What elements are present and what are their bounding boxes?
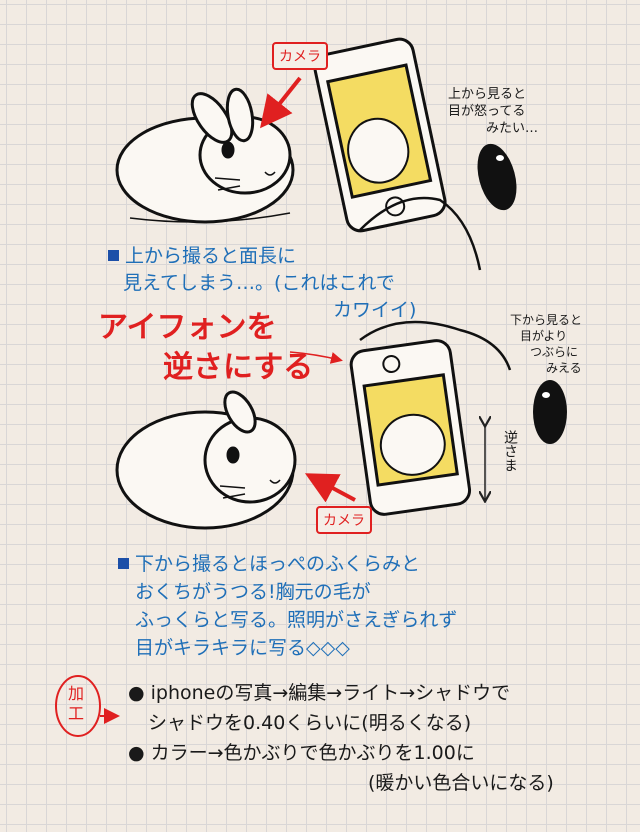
arrow-icon <box>289 351 343 364</box>
phone-top <box>313 37 447 233</box>
arrow-icon <box>304 473 356 503</box>
hand <box>359 196 482 271</box>
edit-badge: 加工 <box>68 684 85 723</box>
rabbit-low-view <box>115 390 297 530</box>
bullet-square-icon <box>108 250 119 261</box>
eye-angry <box>477 143 517 211</box>
upside-down-label: 逆さま <box>502 430 518 472</box>
eye-note-bottom: 下から見ると目がよりつぶらにみえる <box>510 313 583 375</box>
bullet-square-icon <box>118 558 129 569</box>
camera-label-top: カメラ <box>272 42 328 70</box>
top-description: 上から撮ると面長に 見えてしまう…。(これはこれで カワイイ) <box>108 243 416 324</box>
eye-round <box>533 380 567 444</box>
phone-upside-down <box>349 339 472 516</box>
rabbit-top-view <box>115 87 295 224</box>
step-1: ● iphoneの写真→編集→ライト→シャドウで <box>128 682 511 704</box>
heading-flip-iphone: アイフォンを逆さにする <box>98 310 314 385</box>
eye-note-top: 上から見ると目が怒ってるみたい… <box>448 87 539 136</box>
arrow-icon <box>260 76 302 129</box>
editing-steps: ● iphoneの写真→編集→ライト→シャドウで シャドウを0.40くらいに(明… <box>128 678 554 798</box>
hand <box>359 320 512 371</box>
bottom-description: 下から撮るとほっぺのふくらみと おくちがうつる!胸元の毛が ふっくらと写る。照明… <box>118 550 457 662</box>
camera-label-bottom: カメラ <box>316 506 372 534</box>
bullet-dot-icon: ● <box>128 742 151 764</box>
edit-badge-circle <box>55 675 101 737</box>
bullet-dot-icon: ● <box>128 682 151 704</box>
step-2: ● カラー→色かぶりで色かぶりを1.00に <box>128 742 475 764</box>
